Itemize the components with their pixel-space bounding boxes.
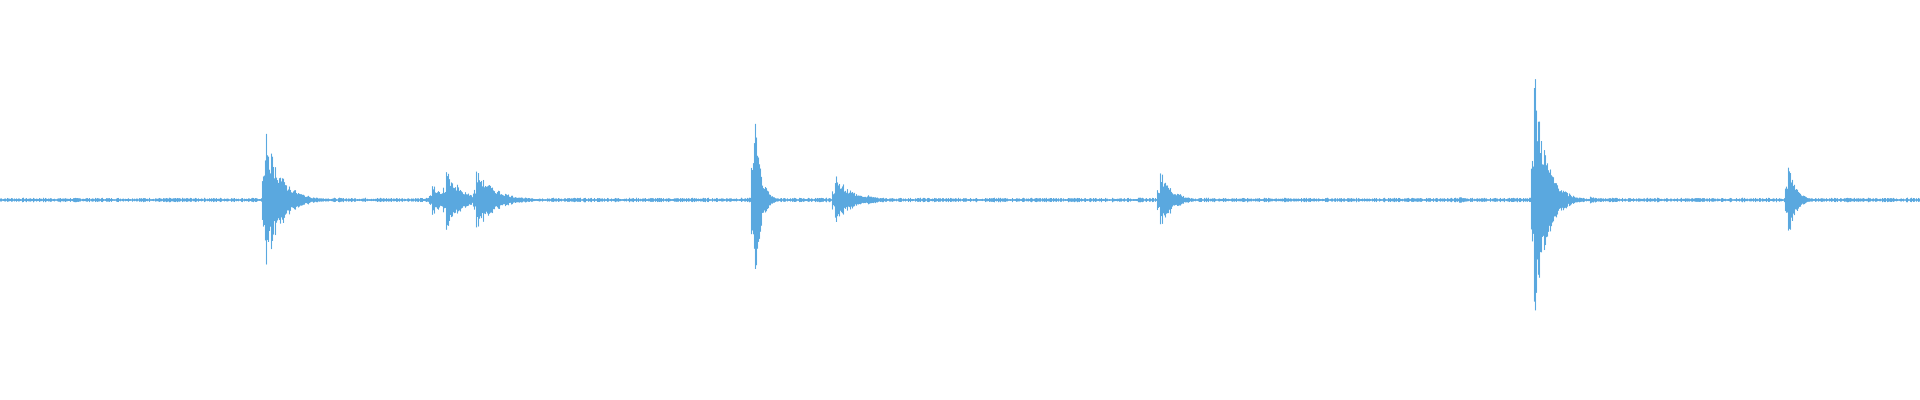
waveform-samples	[0, 79, 1920, 311]
